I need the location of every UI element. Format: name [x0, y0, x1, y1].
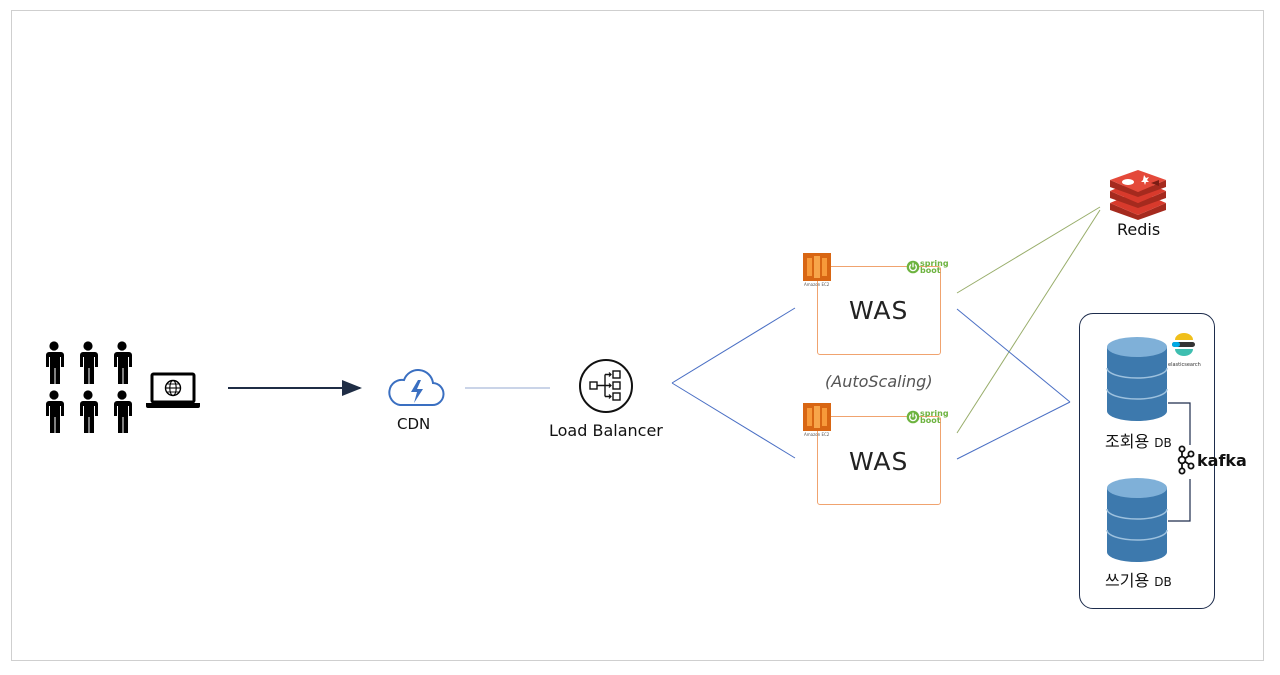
lb-to-was-top-line: [671, 307, 796, 384]
write-db-label-db: DB: [1154, 575, 1172, 589]
redis-icon: [1110, 170, 1166, 220]
spring-boot-icon: [906, 410, 920, 424]
kafka-label: kafka: [1197, 451, 1247, 470]
redis-label: Redis: [1117, 220, 1161, 239]
people-icon: [46, 341, 132, 433]
read-db-label-kr: 조회용: [1105, 432, 1150, 451]
write-db-label-kr: 쓰기용: [1105, 571, 1150, 590]
was-bottom-to-db-line: [956, 401, 1071, 460]
database-cylinder-icon: [1106, 478, 1168, 562]
aws-ec2-icon: [803, 253, 831, 281]
spring-boot-icon: [906, 260, 920, 274]
write-db-label: 쓰기용 DB: [1105, 567, 1172, 591]
kafka-icon: [1177, 445, 1195, 475]
elasticsearch-icon: [1172, 333, 1195, 356]
kafka-bracket-lines: [1168, 402, 1191, 522]
elasticsearch-caption: elasticsearch: [1168, 362, 1201, 368]
spring-boot-label: spring boot: [920, 259, 949, 275]
cdn-label: CDN: [397, 415, 431, 433]
database-cylinder-icon: [1106, 337, 1168, 421]
lb-to-was-bottom-line: [671, 382, 796, 459]
diagram-frame: [11, 10, 1264, 661]
autoscaling-label: (AutoScaling): [825, 372, 933, 391]
ec2-caption: Amazon EC2: [804, 282, 830, 287]
laptop-globe-icon: [146, 372, 200, 408]
load-balancer-label: Load Balancer: [549, 421, 663, 440]
ec2-caption: Amazon EC2: [804, 432, 830, 437]
cloud-lightning-icon: [388, 369, 445, 407]
was-bottom-box: [817, 416, 941, 505]
was-bottom-label: WAS: [849, 447, 909, 476]
read-db-label-db: DB: [1154, 436, 1172, 450]
was-top-to-db-line: [956, 308, 1071, 403]
spring-boot-label: spring boot: [920, 409, 949, 425]
was-top-box: [817, 266, 941, 355]
load-balancer-icon: [579, 359, 633, 413]
aws-ec2-icon: [803, 403, 831, 431]
was-bottom-to-redis-line: [956, 209, 1101, 434]
was-top-label: WAS: [849, 296, 909, 325]
was-top-to-redis-line: [956, 206, 1101, 294]
read-db-label: 조회용 DB: [1105, 428, 1172, 452]
database-group: [1079, 313, 1215, 609]
